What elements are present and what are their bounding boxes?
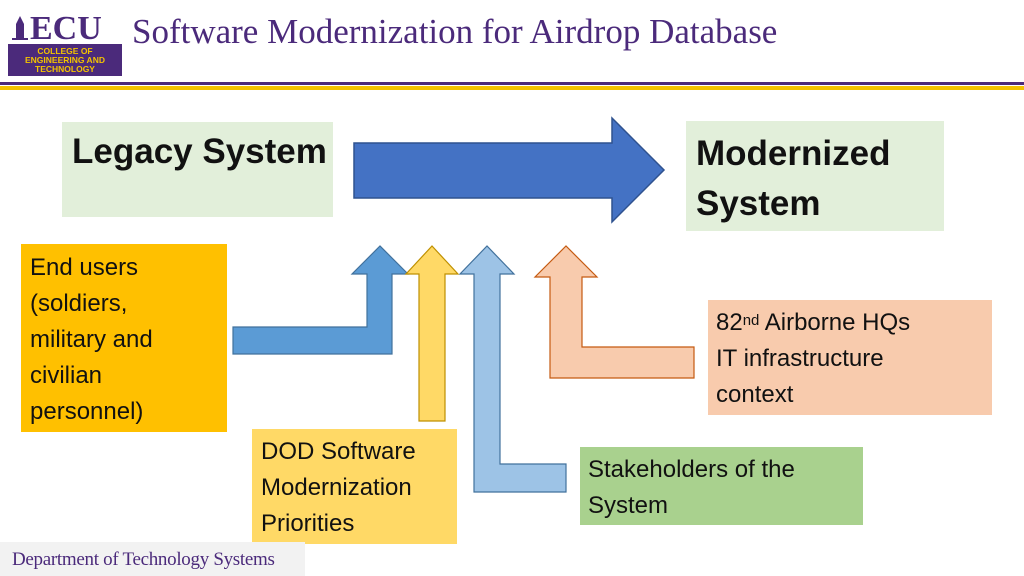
logo-subtitle-1: COLLEGE OF	[37, 46, 92, 56]
stakeholders-box: Stakeholders of the System	[580, 447, 863, 525]
dod-line: Priorities	[261, 510, 355, 537]
dod-arrow	[404, 245, 460, 422]
footer-band	[0, 542, 305, 576]
main-transition-arrow	[353, 116, 666, 224]
end-users-line: (soldiers,	[30, 290, 128, 317]
hq-line-2: IT infrastructure	[716, 345, 884, 372]
stakeholders-line: System	[588, 492, 669, 519]
legacy-system-label: Legacy System	[72, 132, 327, 171]
hq-arrow	[533, 245, 695, 379]
header-rule-purple	[0, 82, 1024, 85]
end-users-line: military and	[30, 326, 153, 353]
modernized-system-box: Modernized System	[686, 121, 944, 231]
slide-title: Software Modernization for Airdrop Datab…	[132, 12, 778, 51]
logo-banner	[8, 44, 122, 76]
stakeholders-line: Stakeholders of the	[588, 456, 795, 483]
logo-subtitle-2: ENGINEERING AND	[25, 55, 105, 65]
stakeholders-arrow	[458, 245, 567, 493]
end-users-arrow	[232, 245, 410, 355]
end-users-line: End users	[30, 254, 139, 281]
modernized-label-line: Modernized	[696, 134, 891, 173]
hq-line-3: context	[716, 381, 794, 408]
logo-cupola	[16, 16, 24, 38]
hq-ordinal: nd	[742, 312, 760, 329]
dod-line: Modernization	[261, 474, 412, 501]
airborne-hq-box: 82nd Airborne HQs IT infrastructure cont…	[708, 300, 992, 415]
hq-line-1: 82nd Airborne HQs	[716, 305, 992, 341]
end-users-line: civilian	[30, 362, 103, 389]
end-users-box: End users (soldiers, military and civili…	[21, 244, 227, 432]
department-label: Department of Technology Systems	[12, 549, 275, 570]
header-rule-gold	[0, 86, 1024, 90]
modernized-label-line: System	[696, 184, 821, 223]
end-users-line: personnel)	[30, 398, 144, 425]
legacy-system-box: Legacy System	[62, 122, 333, 217]
ecu-logo: ECU COLLEGE OF ENGINEERING AND TECHNOLOG…	[8, 10, 122, 76]
logo-ecu-text: ECU	[30, 10, 102, 47]
dod-priorities-box: DOD Software Modernization Priorities	[252, 429, 457, 544]
dod-line: DOD Software	[261, 438, 416, 465]
hq-number: 82	[716, 309, 743, 336]
hq-unit: Airborne HQs	[759, 309, 911, 336]
logo-subtitle-3: TECHNOLOGY	[35, 64, 95, 74]
